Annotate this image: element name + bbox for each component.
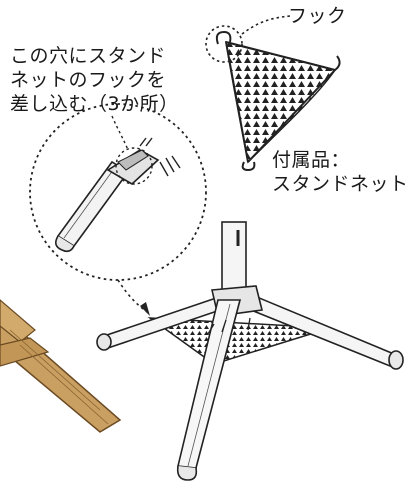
- accessory-label: 付属品： スタンドネット: [272, 148, 409, 196]
- instruction-label: この穴にスタンド ネットのフックを 差し込む（3か所）: [10, 44, 179, 116]
- accessory-line: スタンドネット: [272, 173, 409, 195]
- wooden-chair-fragment: [0, 299, 122, 433]
- zoom-detail-circle: [29, 103, 207, 316]
- stand-base: [96, 221, 404, 481]
- instruction-line: ネットのフックを: [10, 69, 167, 91]
- accessory-line: 付属品：: [272, 149, 351, 171]
- stand-net-accessory: [205, 15, 341, 172]
- hook-label: フック: [288, 5, 347, 27]
- instruction-line: 差し込む（3か所）: [10, 93, 179, 115]
- instruction-line: この穴にスタンド: [10, 45, 167, 67]
